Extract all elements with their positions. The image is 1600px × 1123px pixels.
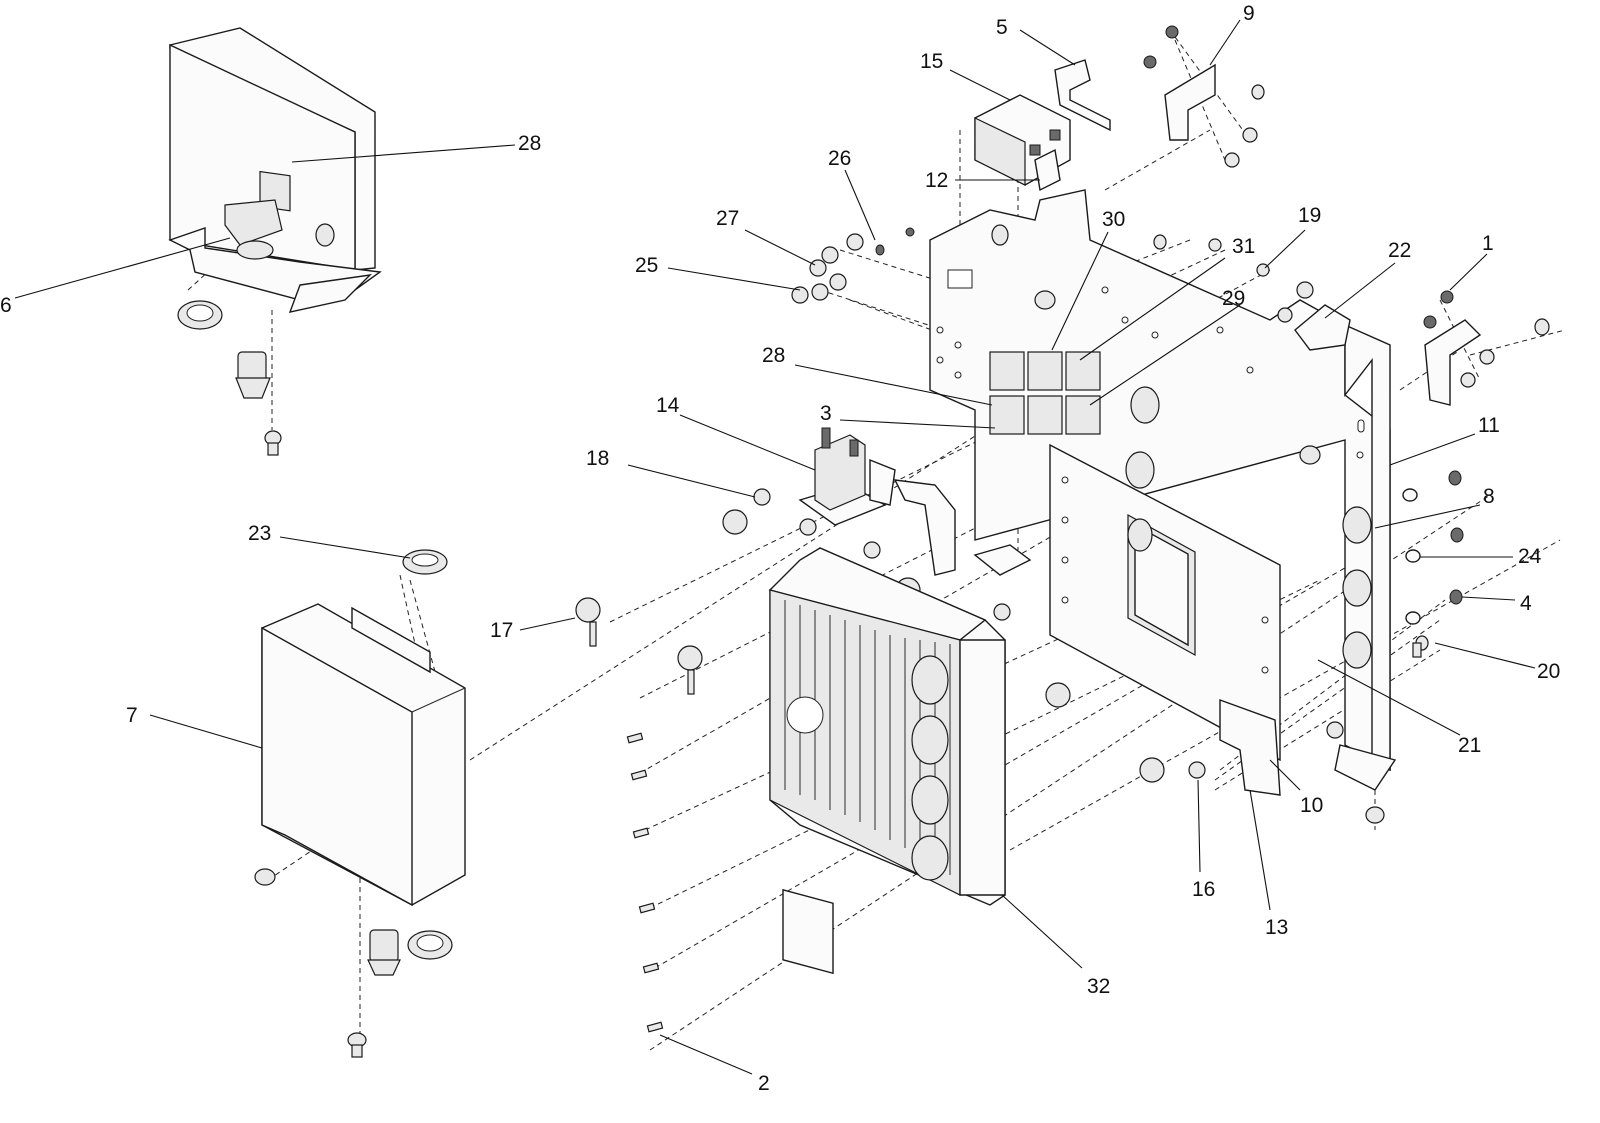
mounting-plate bbox=[929, 189, 1397, 791]
relay-bank bbox=[989, 351, 1101, 435]
callout-16: 16 bbox=[1192, 878, 1215, 901]
solenoid bbox=[798, 427, 896, 526]
mid-bracket bbox=[893, 479, 1032, 576]
callout-26: 26 bbox=[828, 147, 851, 170]
callout-27: 27 bbox=[716, 207, 739, 230]
callout-32: 32 bbox=[1087, 975, 1110, 998]
fasteners bbox=[626, 25, 1550, 1033]
callout-20: 20 bbox=[1537, 660, 1560, 683]
callout-18: 18 bbox=[586, 447, 609, 470]
callout-3: 3 bbox=[820, 402, 832, 425]
callout-30: 30 bbox=[1102, 208, 1125, 231]
callout-6: 6 bbox=[0, 294, 12, 317]
callout-12: 12 bbox=[925, 169, 948, 192]
callout-1: 1 bbox=[1482, 232, 1494, 255]
callout-labels: 1 2 3 4 5 6 7 8 9 10 11 12 13 14 15 16 1… bbox=[0, 2, 1560, 1095]
callout-14: 14 bbox=[656, 394, 680, 417]
callout-5: 5 bbox=[996, 16, 1008, 39]
spacers bbox=[1125, 386, 1372, 669]
callout-4: 4 bbox=[1520, 592, 1532, 615]
callout-13: 13 bbox=[1265, 916, 1288, 939]
callout-9: 9 bbox=[1243, 2, 1255, 25]
callout-21: 21 bbox=[1458, 734, 1481, 757]
callout-19: 19 bbox=[1298, 204, 1321, 227]
callout-7: 7 bbox=[126, 704, 138, 727]
right-hardware bbox=[1326, 470, 1464, 824]
callout-29: 29 bbox=[1222, 287, 1245, 310]
clamps bbox=[575, 509, 1165, 783]
lower-cover bbox=[254, 549, 466, 1058]
brackets bbox=[1034, 59, 1482, 796]
callout-8: 8 bbox=[1483, 485, 1495, 508]
leader-lines bbox=[14, 19, 1536, 1075]
callout-28-relay: 28 bbox=[762, 344, 785, 367]
callout-11: 11 bbox=[1478, 414, 1500, 437]
callout-15: 15 bbox=[920, 50, 943, 73]
callout-28-upper: 28 bbox=[518, 132, 541, 155]
callout-10: 10 bbox=[1300, 794, 1323, 817]
controller bbox=[768, 547, 1006, 975]
callout-23: 23 bbox=[248, 522, 271, 545]
callout-2: 2 bbox=[758, 1072, 770, 1095]
sub-plate bbox=[1049, 443, 1281, 762]
callout-22: 22 bbox=[1388, 239, 1411, 262]
callout-24: 24 bbox=[1518, 545, 1542, 568]
callout-31: 31 bbox=[1232, 235, 1255, 258]
callout-17: 17 bbox=[490, 619, 513, 642]
upper-enclosure bbox=[168, 27, 382, 456]
callout-25: 25 bbox=[635, 254, 658, 277]
